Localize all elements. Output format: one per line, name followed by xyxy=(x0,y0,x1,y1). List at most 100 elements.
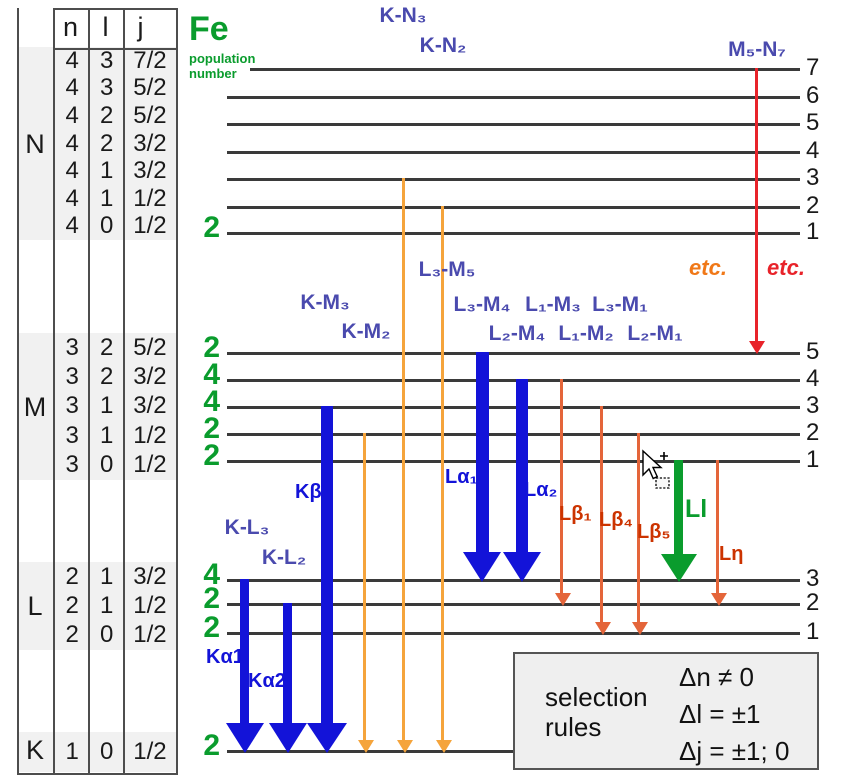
population-number-L1: 2 xyxy=(203,611,220,644)
level-number: 4 xyxy=(806,365,820,392)
cell: 2 xyxy=(65,591,79,619)
selection-rule-n: Δn ≠ 0 xyxy=(679,662,755,692)
cell: 5/2 xyxy=(133,333,167,361)
cell: 2 xyxy=(99,333,114,361)
transition-label-K-N3: K-N₃ xyxy=(379,4,427,27)
arrowhead-la1 xyxy=(463,552,501,582)
cell: 2 xyxy=(99,129,114,157)
cell: 3 xyxy=(65,392,79,420)
cell: 4 xyxy=(65,129,79,157)
cell: 1 xyxy=(99,157,114,185)
cell: 1/2 xyxy=(133,591,167,619)
level-number: 3 xyxy=(806,565,820,592)
cell: 5/2 xyxy=(133,101,167,129)
arrow-ka2 xyxy=(283,603,292,723)
line-label-la1: Lα₁ xyxy=(445,466,478,488)
level-number: 5 xyxy=(806,338,820,365)
cell: 4 xyxy=(65,212,79,240)
level-number: 6 xyxy=(806,82,820,109)
cell: 1/2 xyxy=(133,621,167,649)
arrowhead-km2 xyxy=(358,740,374,753)
arrow-kn2 xyxy=(441,206,444,740)
table-border xyxy=(88,8,90,775)
level-line-N4 xyxy=(227,151,800,154)
line-label-ka2: Kα2 xyxy=(248,670,286,692)
transition-label-L3-M5: L₃-M₅ xyxy=(418,258,476,281)
cell: 0 xyxy=(99,621,114,649)
cell: 0 xyxy=(99,451,114,479)
cell: 2 xyxy=(99,363,114,391)
line-label-kb: Kβ xyxy=(295,481,322,503)
level-number: 3 xyxy=(806,392,820,419)
transition-label-K-L3: K-L₃ xyxy=(224,516,270,539)
level-line-N7 xyxy=(250,68,800,71)
table-border xyxy=(17,773,178,775)
transition-label-M5-N7: M₅-N₇ xyxy=(728,38,786,61)
selection-rules-title-line2: rules xyxy=(545,712,602,742)
arrow-lb1 xyxy=(560,379,563,593)
cell: 1 xyxy=(99,184,114,212)
level-line-M3 xyxy=(227,406,800,409)
table-border xyxy=(53,8,55,775)
cell: 3 xyxy=(65,333,79,361)
arrowhead-kn3 xyxy=(397,740,413,753)
selection-rule-l: Δl = ±1 xyxy=(679,699,761,729)
level-line-M5 xyxy=(227,352,800,355)
transition-label-K-M2: K-M₂ xyxy=(341,320,391,343)
cell: 3/2 xyxy=(133,129,167,157)
table-border xyxy=(53,48,178,50)
cell: 1 xyxy=(99,421,114,449)
cell: 3/2 xyxy=(133,157,167,185)
line-label-lb5: Lβ₅ xyxy=(637,521,671,543)
cell: 1 xyxy=(99,392,114,420)
transition-label-L3-M1: L₃-M₁ xyxy=(592,293,648,316)
level-line-N6 xyxy=(227,96,800,99)
shell-label-N: N xyxy=(25,129,45,159)
level-number: 2 xyxy=(806,192,820,219)
selection-rules-box: selection rules Δn ≠ 0 Δl = ±1 Δj = ±1; … xyxy=(513,652,819,770)
cell: 4 xyxy=(65,157,79,185)
cell: 3 xyxy=(99,74,114,102)
arrow-lb5 xyxy=(637,433,640,622)
cell: 3 xyxy=(99,46,114,74)
arrow-leta xyxy=(716,460,719,593)
table-border xyxy=(176,8,178,775)
shell-label-L: L xyxy=(27,591,43,621)
arrow-m5n7 xyxy=(755,68,758,342)
selection-rules-title-line1: selection xyxy=(545,682,648,712)
cell: 4 xyxy=(65,74,79,102)
shell-label-K: K xyxy=(25,735,44,765)
arrow-kb xyxy=(321,406,333,723)
cell: 2 xyxy=(99,101,114,129)
level-line-L2 xyxy=(227,603,800,606)
level-number: 3 xyxy=(806,164,820,191)
arrow-km2 xyxy=(363,433,366,740)
cell: 5/2 xyxy=(133,74,167,102)
arrowhead-lb5 xyxy=(632,622,648,635)
level-number: 2 xyxy=(806,419,820,446)
table-border xyxy=(17,8,19,775)
level-line-N1 xyxy=(227,232,800,235)
arrowhead-la2 xyxy=(503,552,541,582)
cell: 1 xyxy=(65,738,79,765)
cell: 3 xyxy=(65,421,79,449)
cell: 3/2 xyxy=(133,363,167,391)
level-line-N3 xyxy=(227,178,800,181)
cell: 1 xyxy=(99,562,114,590)
cell: 1 xyxy=(99,591,114,619)
etc-label-red: etc. xyxy=(767,255,805,280)
element-symbol: Fe xyxy=(189,10,229,48)
arrowhead-lb4 xyxy=(595,622,611,635)
transition-label-K-N2: K-N₂ xyxy=(419,34,467,57)
arrow-la1 xyxy=(476,352,489,552)
line-label-ka1: Kα1 xyxy=(206,646,244,668)
population-number-M3: 4 xyxy=(203,385,220,418)
level-number: 5 xyxy=(806,109,820,136)
cell: 2 xyxy=(65,621,79,649)
etc-label-orange: etc. xyxy=(689,255,727,280)
